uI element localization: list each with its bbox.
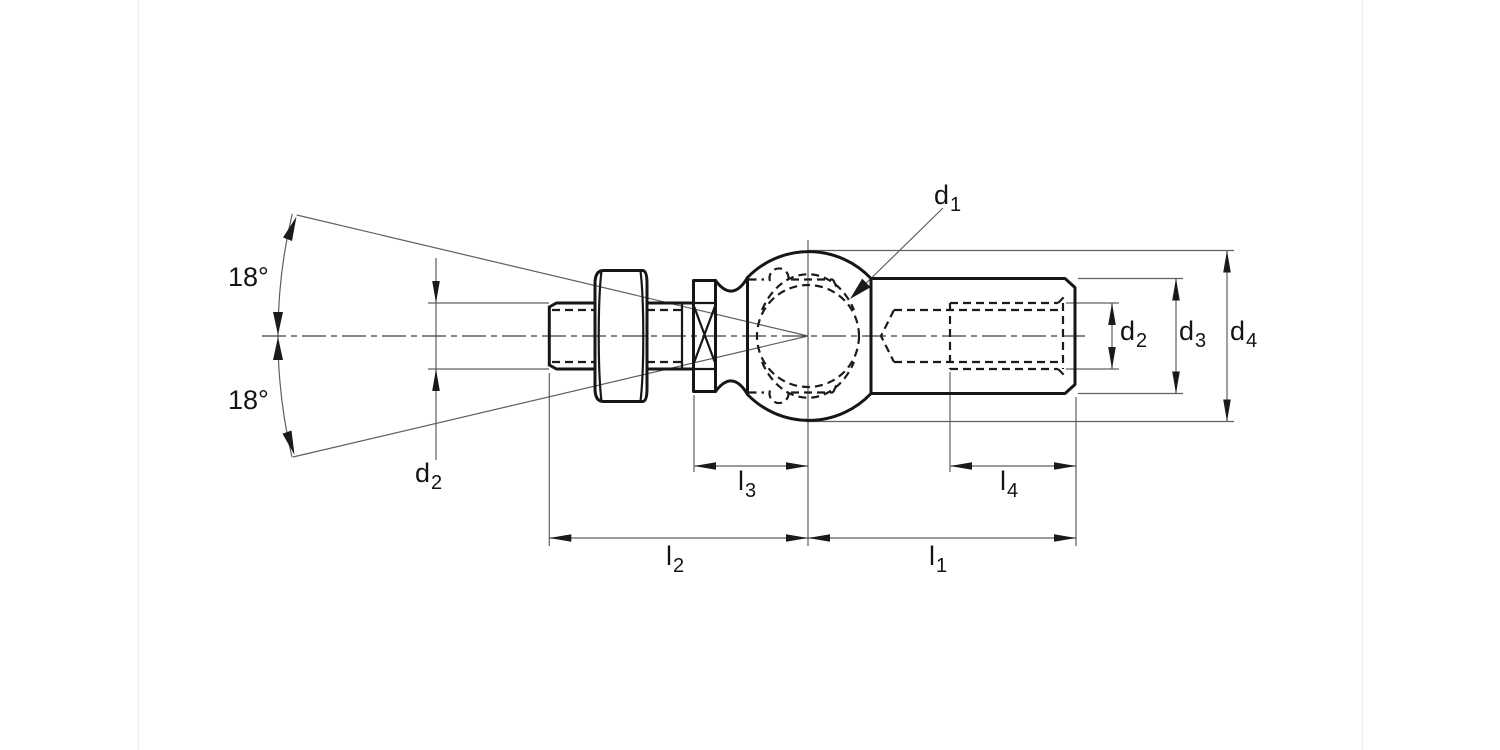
spacer-ring	[692, 276, 749, 396]
neck-top	[714, 276, 749, 293]
ball-socket-housing	[746, 250, 873, 422]
dim-label-d2-right: d2	[1120, 316, 1148, 352]
d1-leader-line	[852, 207, 944, 297]
drill-point	[879, 309, 895, 363]
dim-label-d3: d3	[1179, 316, 1207, 352]
arrowheads	[273, 216, 1231, 542]
neck-bottom	[714, 379, 749, 396]
dim-label-d1: d1	[934, 180, 962, 216]
cross-mark	[692, 303, 717, 366]
hex-nut	[593, 269, 649, 403]
page-right-border	[1362, 0, 1363, 750]
retaining-clip-bottom	[768, 390, 790, 405]
ball-hidden-circle	[755, 283, 861, 389]
cylindrical-body	[869, 277, 1077, 395]
dim-label-l1: l1	[929, 541, 948, 577]
dim-label-l4: l4	[1000, 466, 1019, 502]
page-left-border	[138, 0, 139, 750]
dim-label-d4: d4	[1230, 316, 1258, 352]
angle-label-bottom: 18°	[228, 385, 269, 415]
dim-label-l2: l2	[666, 541, 685, 577]
dim-label-d2-left: d2	[415, 458, 443, 494]
ball-stud-thread	[547, 301, 695, 371]
dim-label-l3: l3	[738, 466, 757, 502]
hidden-lines	[552, 267, 1067, 405]
retaining-clip-top	[768, 267, 790, 282]
angle-label-top: 18°	[228, 262, 269, 292]
